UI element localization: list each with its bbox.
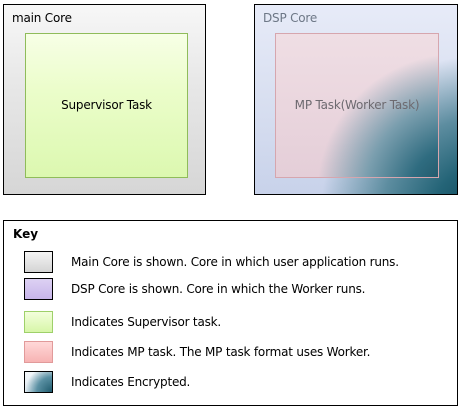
key-title: Key: [13, 227, 39, 241]
key-row-mp-task: Indicates MP task. The MP task format us…: [24, 341, 449, 363]
main-core-box: main Core Supervisor Task: [3, 4, 206, 195]
main-core-swatch: [24, 251, 53, 273]
dsp-core-box: DSP Core MP Task(Worker Task): [254, 4, 458, 195]
mp-task-label: MP Task(Worker Task): [294, 98, 420, 112]
dsp-core-title: DSP Core: [263, 11, 318, 25]
dsp-core-swatch: [24, 278, 53, 300]
mp-task-box: MP Task(Worker Task): [275, 33, 439, 178]
encrypted-swatch: [24, 371, 53, 393]
main-core-title: main Core: [12, 11, 72, 25]
supervisor-task-box: Supervisor Task: [25, 33, 188, 178]
key-legend: Key Main Core is shown. Core in which us…: [3, 220, 458, 406]
key-row-dsp-core: DSP Core is shown. Core in which the Wor…: [24, 278, 449, 300]
key-label-dsp-core: DSP Core is shown. Core in which the Wor…: [71, 282, 366, 296]
key-label-main-core: Main Core is shown. Core in which user a…: [71, 255, 399, 269]
key-row-main-core: Main Core is shown. Core in which user a…: [24, 251, 449, 273]
key-row-encrypted: Indicates Encrypted.: [24, 371, 449, 393]
supervisor-task-swatch: [24, 311, 53, 333]
key-label-mp-task: Indicates MP task. The MP task format us…: [71, 345, 371, 359]
key-label-encrypted: Indicates Encrypted.: [71, 375, 191, 389]
supervisor-task-label: Supervisor Task: [61, 98, 152, 112]
key-row-supervisor-task: Indicates Supervisor task.: [24, 311, 449, 333]
mp-task-swatch: [24, 341, 53, 363]
key-label-supervisor-task: Indicates Supervisor task.: [71, 315, 222, 329]
